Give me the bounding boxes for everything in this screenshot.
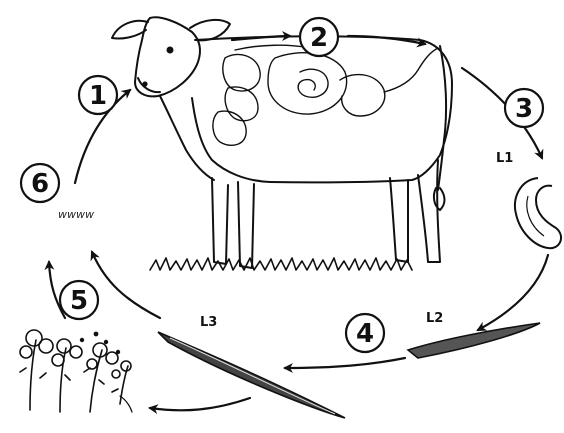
rumen (268, 53, 347, 114)
stage-5-number: 5 (70, 286, 88, 316)
label-l2: L2 (426, 311, 443, 326)
vegetation-illustration (20, 330, 132, 412)
calf-tail-tuft (434, 188, 445, 210)
arrow-l3-to-6 (92, 252, 160, 318)
stage-6-number: 6 (31, 169, 49, 199)
stage-4-marker: 4 (346, 314, 384, 352)
label-l1: L1 (496, 151, 513, 166)
plant-stem-1 (30, 340, 36, 410)
calf-front-leg-left (212, 178, 228, 264)
calf-eye (168, 48, 173, 53)
larva-l3 (158, 332, 345, 418)
gut-path (235, 45, 438, 92)
grass-scribble-text: wwww (58, 208, 94, 221)
liver (213, 111, 246, 145)
label-l3: L3 (200, 315, 217, 330)
calf-front-leg-right (238, 182, 254, 268)
stage-2-marker: 2 (300, 18, 338, 56)
arrow-l3-to-plants (150, 398, 250, 410)
stage-2-number: 2 (310, 23, 328, 53)
calf-muzzle (138, 78, 160, 92)
arrow-3-to-l2 (478, 255, 548, 330)
cycle-arrows (49, 36, 548, 410)
calf-neck-chest (160, 96, 214, 180)
larva-l1 (515, 178, 561, 248)
l2-larva-body (408, 323, 540, 358)
calf-illustration (112, 17, 452, 270)
calf-hind-leg-left (390, 178, 408, 262)
lung-right (225, 87, 258, 121)
calf-tail (438, 46, 446, 190)
intestine-coils (298, 69, 328, 97)
stage-1-number: 1 (89, 81, 107, 111)
stage-4-number: 4 (356, 319, 374, 349)
calf-digestive-tract (213, 45, 438, 145)
stage-markers: 1 2 3 4 5 6 (21, 18, 543, 352)
arrow-l2-to-l3 (285, 358, 405, 368)
calf-nostril (143, 82, 146, 85)
l1-coiled-larva (515, 178, 561, 248)
grass-line (150, 258, 412, 270)
stage-6-marker: 6 (21, 164, 59, 202)
larva-l2 (408, 323, 540, 358)
stage-3-number: 3 (515, 94, 533, 124)
lung-left (223, 54, 260, 91)
stage-5-marker: 5 (60, 281, 98, 319)
calf-body (192, 36, 452, 182)
stage-1-marker: 1 (79, 76, 117, 114)
stage-3-marker: 3 (505, 89, 543, 127)
